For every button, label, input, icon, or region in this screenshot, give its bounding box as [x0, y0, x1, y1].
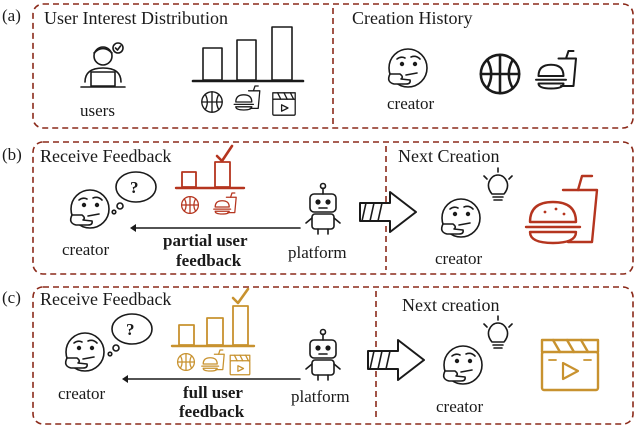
- full-feedback-line2: feedback: [179, 402, 245, 421]
- panel-tag-c: (c): [2, 288, 21, 307]
- panel-b-right-title: Next Creation: [398, 146, 499, 166]
- robot-icon: [305, 328, 341, 381]
- question-mark: ?: [126, 320, 135, 339]
- creator-label-b-next: creator: [435, 249, 483, 268]
- light-bulb-icon: [483, 315, 513, 349]
- feedback-arrowhead: [130, 224, 136, 232]
- creator-label-a: creator: [387, 94, 435, 113]
- full-feedback-line1: full user: [183, 383, 243, 402]
- partial-feedback-line2: feedback: [176, 251, 242, 270]
- burger-drink-icon: [524, 174, 599, 245]
- panel-tag-a: (a): [2, 6, 21, 25]
- panel-c: (c) Receive Feedback Next creation ? cre…: [2, 286, 634, 425]
- thinking-face-icon: [64, 332, 105, 372]
- basketball-icon: [201, 91, 223, 113]
- users-label: users: [80, 101, 115, 120]
- checkmark-icon: [215, 144, 234, 163]
- panel-tag-b: (b): [2, 145, 22, 164]
- thinking-face-icon: [440, 198, 481, 238]
- basketball-icon: [180, 195, 200, 215]
- panel-a-right-title: Creation History: [352, 8, 472, 28]
- feedback-arrowhead: [122, 375, 128, 383]
- burger-drink-icon: [213, 192, 237, 215]
- partial-feedback-bars: [174, 144, 246, 190]
- question-mark: ?: [130, 178, 139, 197]
- feedback-bar-basketball: [181, 171, 197, 188]
- feedback-bar-food: [206, 317, 224, 346]
- feedback-bar-video: [232, 305, 249, 346]
- thinking-face-icon: [387, 48, 428, 88]
- basketball-icon: [479, 53, 521, 95]
- panel-a-left-title: User Interest Distribution: [44, 8, 228, 28]
- clapperboard-icon: [272, 92, 296, 116]
- creator-label-b: creator: [62, 240, 110, 259]
- panel-c-right-title: Next creation: [402, 295, 499, 315]
- interest-bar-basketball: [202, 47, 223, 81]
- burger-drink-icon: [535, 50, 577, 90]
- user-at-laptop-icon: [80, 42, 126, 88]
- big-arrow-icon: [359, 191, 417, 233]
- creator-label-c: creator: [58, 384, 106, 403]
- basketball-icon: [176, 352, 196, 372]
- interest-bar-food: [236, 39, 257, 81]
- interest-bar-video: [271, 26, 293, 81]
- thinking-face-icon: [442, 345, 483, 385]
- partial-feedback-line1: partial user: [163, 231, 248, 250]
- feedback-bar-basketball: [178, 324, 195, 346]
- burger-drink-icon: [201, 349, 225, 372]
- panel-b-border: [32, 141, 634, 275]
- clapperboard-icon: [540, 338, 600, 392]
- interest-distribution-bars: [191, 26, 305, 83]
- robot-icon: [305, 182, 341, 235]
- creator-label-c-next: creator: [436, 397, 484, 416]
- full-feedback-bars: [170, 287, 256, 348]
- burger-drink-icon: [233, 85, 261, 111]
- panel-a-border: [32, 3, 634, 129]
- panel-c-border: [32, 286, 634, 425]
- panel-a: (a) User Interest Distribution Creation …: [2, 3, 634, 129]
- panel-b-left-title: Receive Feedback: [40, 146, 171, 166]
- thinking-face-icon: [69, 189, 110, 229]
- checkmark-icon: [231, 287, 250, 305]
- panel-b: (b) Receive Feedback Next Creation ? cre…: [2, 141, 634, 275]
- panel-c-left-title: Receive Feedback: [40, 289, 171, 309]
- platform-label-c: platform: [291, 387, 350, 406]
- clapperboard-icon: [229, 354, 251, 376]
- feedback-bar-food: [214, 161, 231, 188]
- light-bulb-icon: [483, 167, 513, 201]
- platform-label-b: platform: [288, 243, 347, 262]
